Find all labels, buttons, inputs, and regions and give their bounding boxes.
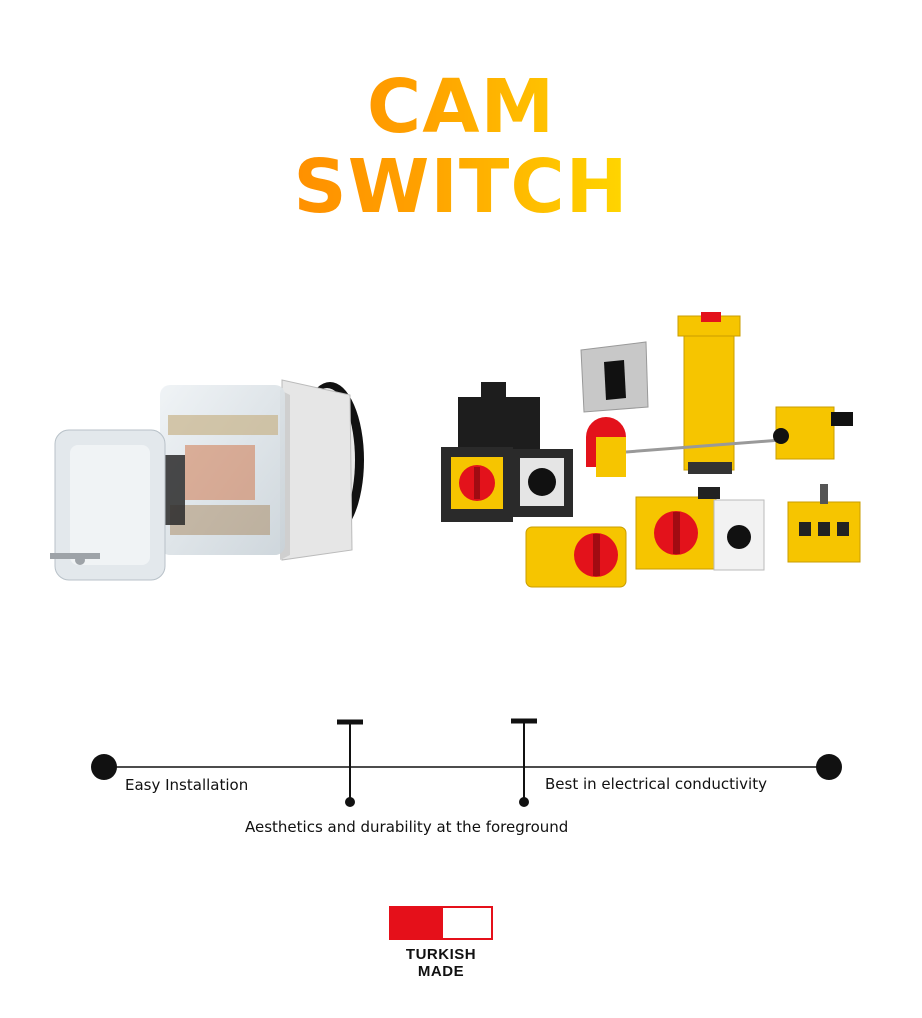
transparent-cam-switch-image xyxy=(50,379,364,581)
turkish-made-badge: TURKISH MADE xyxy=(389,906,493,980)
flag-icon xyxy=(389,906,493,940)
title-line-1: CAM xyxy=(0,70,922,144)
feature-easy-installation: Easy Installation xyxy=(125,776,249,794)
timeline-marker-2 xyxy=(519,797,529,807)
badge-text: TURKISH MADE xyxy=(405,946,477,980)
timeline-marker-1 xyxy=(345,797,355,807)
feature-timeline xyxy=(91,718,842,807)
cam-switch-products-image xyxy=(441,312,861,588)
timeline-start-node xyxy=(91,754,117,780)
timeline-end-node xyxy=(816,754,842,780)
title-line-2: SWITCH xyxy=(0,150,922,224)
feature-aesthetics: Aesthetics and durability at the foregro… xyxy=(245,818,569,836)
feature-conductivity: Best in electrical conductivity xyxy=(545,775,767,793)
